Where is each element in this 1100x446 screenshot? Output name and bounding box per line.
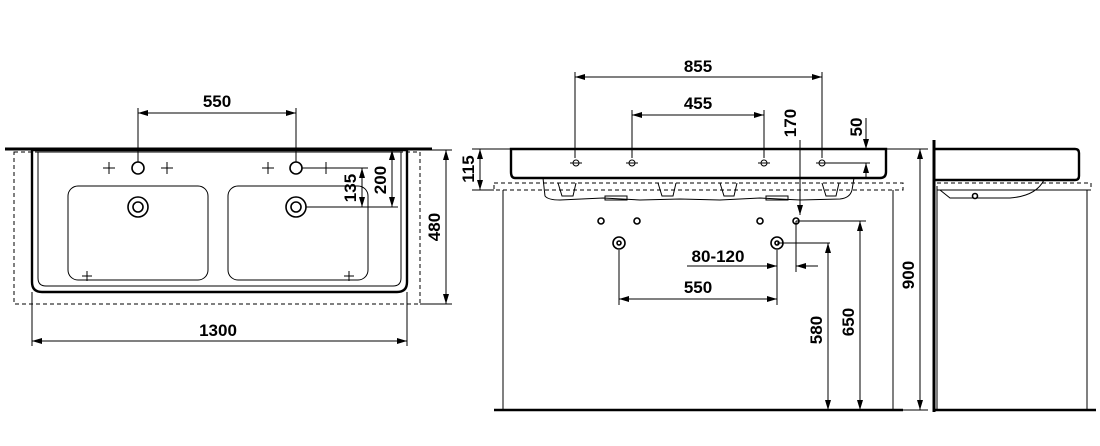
tap-hole-markers bbox=[82, 162, 354, 281]
dim-tap-to-back: 200 bbox=[371, 166, 390, 194]
basin-profile-front bbox=[509, 147, 888, 180]
dim-side-inner-span: 455 bbox=[684, 94, 712, 113]
countertop-side bbox=[936, 182, 1092, 191]
top-view: 550 1300 480 135 200 bbox=[5, 92, 452, 346]
countertop-dashed bbox=[493, 182, 904, 191]
drain-connections bbox=[597, 217, 800, 250]
basin-fittings bbox=[557, 182, 840, 201]
dim-tap-spacing: 550 bbox=[203, 92, 231, 111]
dim-trap-offset: 80-120 bbox=[692, 247, 745, 266]
basin-outline-top bbox=[30, 148, 409, 294]
dim-height-650: 650 bbox=[839, 308, 858, 336]
dim-rim-height: 115 bbox=[459, 155, 478, 182]
dim-side-50: 50 bbox=[847, 118, 866, 137]
dim-overall-width: 1300 bbox=[199, 321, 237, 340]
side-view bbox=[932, 140, 1096, 412]
cabinet-side bbox=[936, 189, 1088, 411]
dim-side-tap-span: 855 bbox=[684, 57, 712, 76]
dim-tap-to-drain: 135 bbox=[341, 174, 360, 202]
dim-depth: 480 bbox=[425, 213, 444, 241]
basin-profile-side bbox=[935, 147, 1081, 182]
dim-side-170: 170 bbox=[781, 109, 800, 137]
dim-total-height: 900 bbox=[899, 261, 918, 289]
profile-tap-markers bbox=[570, 159, 828, 167]
cabinet-front bbox=[502, 190, 894, 411]
front-view: 855 455 170 50 115 80-120 550 580 bbox=[459, 57, 928, 412]
right-bowl bbox=[227, 185, 369, 281]
dim-height-580: 580 bbox=[807, 316, 826, 344]
dim-trap-spacing: 550 bbox=[684, 278, 712, 297]
left-bowl bbox=[67, 185, 209, 281]
tap-hole-right bbox=[289, 161, 303, 175]
tap-hole-left bbox=[131, 161, 145, 175]
